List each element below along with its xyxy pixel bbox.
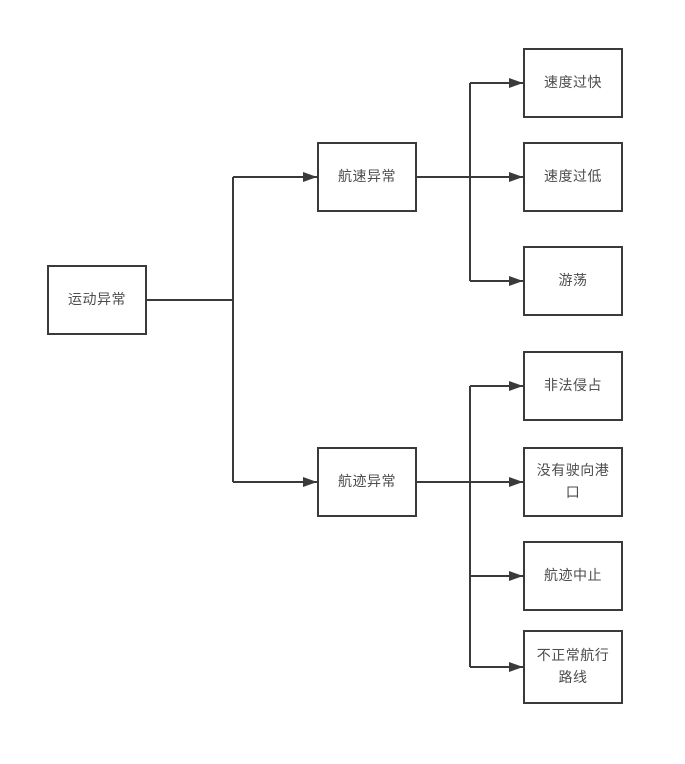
node-label: 运动异常 (68, 291, 126, 308)
node-label: 速度过快 (544, 74, 602, 91)
node-leaf-speed-too-fast: 速度过快 (523, 48, 623, 118)
node-leaf-not-heading-to-port: 没有驶向港口 (523, 447, 623, 517)
node-branch-track-abnormal: 航迹异常 (317, 447, 417, 517)
node-label: 没有驶向港口 (536, 462, 610, 500)
node-leaf-wandering: 游荡 (523, 246, 623, 316)
node-leaf-speed-too-low: 速度过低 (523, 142, 623, 212)
node-leaf-track-terminated: 航迹中止 (523, 541, 623, 611)
node-label: 航迹异常 (338, 473, 396, 490)
node-leaf-illegal-occupation: 非法侵占 (523, 351, 623, 421)
node-root-motion-abnormal: 运动异常 (47, 265, 147, 335)
node-label: 不正常航行路线 (536, 647, 610, 685)
node-label: 航迹中止 (544, 567, 602, 584)
node-label: 速度过低 (544, 168, 602, 185)
node-leaf-abnormal-route: 不正常航行路线 (523, 630, 623, 704)
node-label: 游荡 (558, 272, 588, 289)
node-branch-speed-abnormal: 航速异常 (317, 142, 417, 212)
node-label: 非法侵占 (544, 377, 602, 394)
node-label: 航速异常 (338, 168, 396, 185)
